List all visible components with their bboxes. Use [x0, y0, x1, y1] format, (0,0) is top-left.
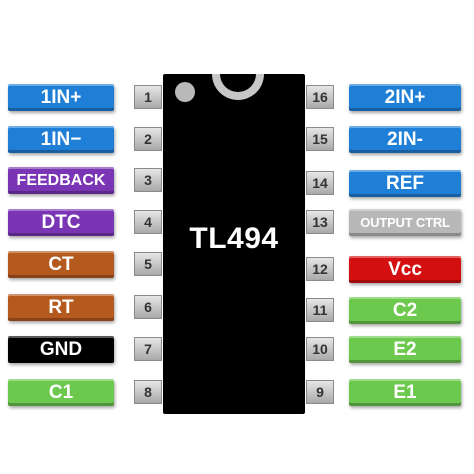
pin-label-6: RT	[8, 294, 114, 321]
ic-package	[163, 74, 305, 414]
pin-label-13: OUTPUT CTRL	[349, 209, 461, 236]
pin-number-9: 9	[306, 380, 334, 404]
pin-number-12: 12	[306, 257, 334, 281]
pin-label-15: 2IN-	[349, 126, 461, 153]
pin-label-2: 1IN−	[8, 126, 114, 153]
pin1-marker-dot	[175, 82, 195, 102]
pin-label-11: C2	[349, 297, 461, 324]
pin-number-16: 16	[306, 85, 334, 109]
pin-number-13: 13	[306, 210, 334, 234]
pin-label-9: E1	[349, 379, 461, 406]
pin-number-7: 7	[134, 337, 162, 361]
pin-number-6: 6	[134, 295, 162, 319]
pin-number-10: 10	[306, 337, 334, 361]
pin-label-8: C1	[8, 379, 114, 406]
pin-label-10: E2	[349, 336, 461, 363]
pin-label-3: FEEDBACK	[8, 167, 114, 194]
pin-number-4: 4	[134, 210, 162, 234]
pin-label-14: REF	[349, 170, 461, 197]
pin-number-3: 3	[134, 168, 162, 192]
pin-number-11: 11	[306, 298, 334, 322]
pin-number-15: 15	[306, 127, 334, 151]
pin-label-1: 1IN+	[8, 84, 114, 111]
package-notch-inner	[220, 74, 256, 92]
pin-label-5: CT	[8, 251, 114, 278]
pin-label-16: 2IN+	[349, 84, 461, 111]
pin-label-4: DTC	[8, 209, 114, 236]
pin-number-5: 5	[134, 252, 162, 276]
pin-number-14: 14	[306, 171, 334, 195]
pin-number-2: 2	[134, 127, 162, 151]
pin-label-7: GND	[8, 336, 114, 363]
pin-number-8: 8	[134, 380, 162, 404]
pin-label-12: Vcc	[349, 256, 461, 283]
pin-number-1: 1	[134, 85, 162, 109]
chip-name: TL494	[189, 222, 279, 255]
